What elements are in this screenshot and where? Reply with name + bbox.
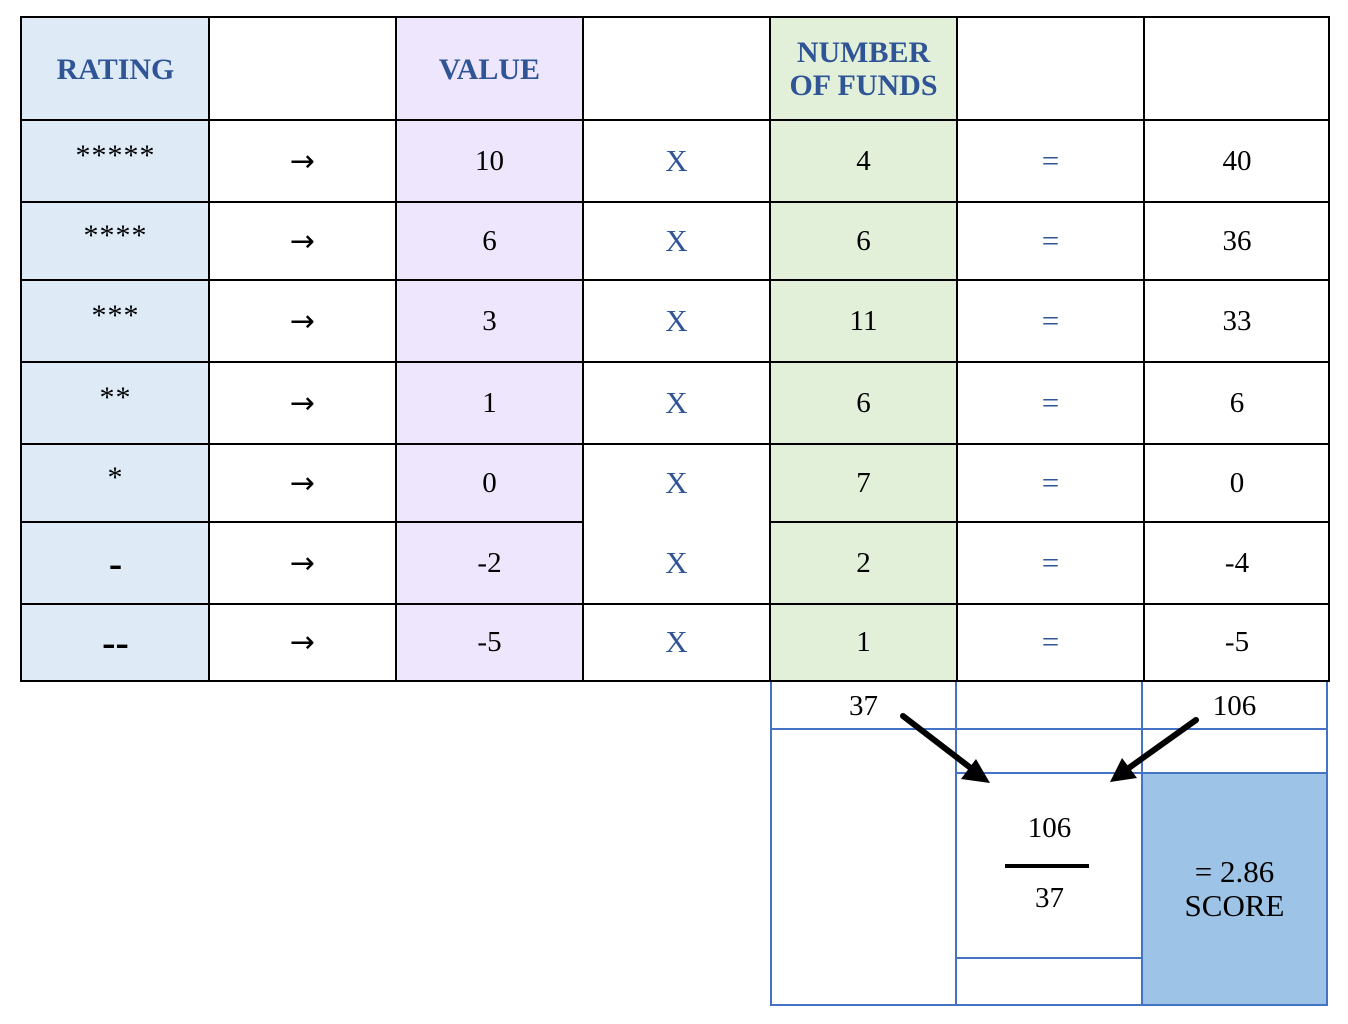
rating-score-table: RATING VALUE NUMBER OF FUNDS ***** → 10 … <box>20 16 1330 682</box>
row-divider <box>22 603 1328 605</box>
value-column-bg <box>396 18 583 680</box>
equals-sign: = <box>1041 624 1060 659</box>
funds-cell: 6 <box>856 224 871 257</box>
fraction-numerator: 106 <box>1027 812 1072 844</box>
block-border <box>1141 682 1143 1006</box>
funds-cell: 11 <box>849 304 878 337</box>
value-cell: 1 <box>482 386 497 419</box>
multiply-sign: X <box>665 545 688 580</box>
block-border <box>1326 682 1328 1006</box>
fraction-denominator: 37 <box>1035 882 1064 914</box>
block-border <box>770 728 1328 730</box>
arrow-icon: → <box>289 545 316 581</box>
score-value: = 2.86 <box>1194 854 1275 889</box>
value-cell: 6 <box>482 224 497 257</box>
row-divider <box>22 119 1328 121</box>
row-divider <box>22 279 1328 281</box>
arrow-to-numerator-icon <box>1110 717 1199 782</box>
column-divider <box>956 18 958 680</box>
block-border <box>956 772 1328 774</box>
fraction-bar <box>1005 864 1089 868</box>
equals-sign: = <box>1041 303 1060 338</box>
score-label: SCORE <box>1184 888 1285 923</box>
multiply-sign: X <box>665 223 688 258</box>
value-cell: -5 <box>477 625 502 658</box>
funds-header-line1: NUMBER <box>796 36 931 69</box>
product-total: 106 <box>1212 689 1257 722</box>
row-divider <box>22 443 1328 445</box>
block-border <box>955 682 957 1006</box>
column-divider <box>1143 18 1145 680</box>
column-divider <box>208 18 210 680</box>
equals-sign: = <box>1041 143 1060 178</box>
column-divider <box>395 18 397 680</box>
arrow-icon: → <box>289 303 316 339</box>
product-cell: 6 <box>1229 386 1245 419</box>
funds-column-bg <box>770 18 957 680</box>
row-divider <box>22 201 1328 203</box>
column-divider <box>582 18 584 680</box>
funds-cell: 4 <box>856 144 871 177</box>
rating-cell: *** <box>91 299 140 332</box>
funds-total: 37 <box>849 689 878 722</box>
multiply-sign: X <box>665 465 688 500</box>
rating-cell: -- <box>102 619 129 665</box>
product-cell: 33 <box>1222 304 1252 337</box>
number-of-funds-header: NUMBER OF FUNDS <box>770 18 957 120</box>
row-divider <box>770 521 1328 523</box>
rating-cell: **** <box>83 219 148 252</box>
rating-cell: ***** <box>75 139 156 172</box>
column-divider <box>769 18 771 680</box>
multiply-sign: X <box>665 385 688 420</box>
block-border <box>770 1004 1328 1006</box>
value-cell: 0 <box>482 466 497 499</box>
rating-header: RATING <box>56 52 175 86</box>
arrow-to-denominator-icon <box>900 713 990 783</box>
rating-cell: * <box>107 461 124 494</box>
product-cell: -4 <box>1224 546 1250 579</box>
arrow-icon: → <box>289 385 316 421</box>
arrow-icon: → <box>289 143 316 179</box>
product-cell: 36 <box>1222 224 1252 257</box>
value-cell: 10 <box>475 144 504 177</box>
multiply-sign: X <box>665 303 688 338</box>
rating-column-bg <box>22 18 209 680</box>
value-cell: 3 <box>482 304 497 337</box>
arrow-icon: → <box>289 624 316 660</box>
value-cell: -2 <box>477 546 502 579</box>
value-header: VALUE <box>438 52 541 86</box>
funds-header-line2: OF FUNDS <box>789 69 938 102</box>
funds-cell: 2 <box>856 546 871 579</box>
arrow-icon: → <box>289 465 316 501</box>
equals-sign: = <box>1041 545 1060 580</box>
score-cell: = 2.86 SCORE <box>1142 773 1327 1005</box>
multiply-sign: X <box>665 624 688 659</box>
multiply-sign: X <box>665 143 688 178</box>
funds-cell: 7 <box>856 466 871 499</box>
equals-sign: = <box>1041 465 1060 500</box>
product-cell: 40 <box>1222 144 1252 177</box>
block-border <box>956 957 1142 959</box>
row-divider <box>22 521 584 523</box>
funds-cell: 1 <box>856 625 871 658</box>
row-divider <box>22 361 1328 363</box>
block-border <box>770 682 772 1006</box>
funds-cell: 6 <box>856 386 871 419</box>
arrow-icon: → <box>289 223 316 259</box>
equals-sign: = <box>1041 223 1060 258</box>
rating-cell: - <box>108 540 123 586</box>
product-cell: 0 <box>1229 466 1245 499</box>
product-cell: -5 <box>1224 625 1250 658</box>
equals-sign: = <box>1041 385 1060 420</box>
rating-cell: ** <box>99 381 132 414</box>
